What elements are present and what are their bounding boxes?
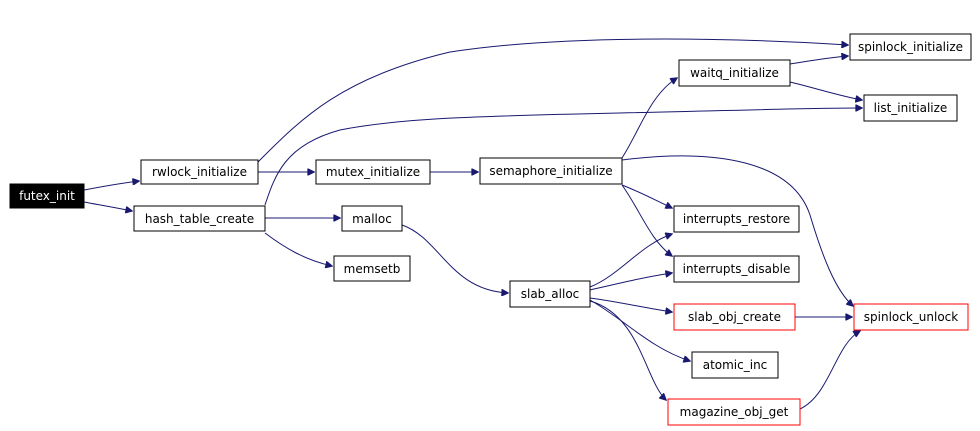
edge-slab-alloc-to-atomic-inc (589, 299, 690, 361)
edge-semaphore-initialize-to-interrupts-restore (621, 184, 672, 208)
node-slab-alloc[interactable]: slab_alloc (509, 280, 591, 308)
node-malloc-label: malloc (352, 212, 392, 226)
node-mutex-initialize[interactable]: mutex_initialize (315, 159, 431, 185)
node-rwlock-initialize-label: rwlock_initialize (152, 165, 247, 179)
node-spinlock-unlock-label: spinlock_unlock (864, 310, 959, 324)
node-slab-obj-create[interactable]: slab_obj_create (673, 303, 796, 331)
node-malloc[interactable]: malloc (341, 205, 403, 232)
edge-malloc-to-slab-alloc (401, 224, 508, 293)
edge-waitq-initialize-to-spinlock-initialize (789, 56, 848, 65)
node-list-initialize-label: list_initialize (874, 101, 948, 115)
node-spinlock-initialize[interactable]: spinlock_initialize (849, 33, 972, 61)
node-rwlock-initialize[interactable]: rwlock_initialize (140, 159, 259, 185)
node-waitq-initialize-label: waitq_initialize (690, 66, 779, 80)
edge-slab-alloc-to-interrupts-restore (589, 234, 672, 288)
edge-futex-init-to-rwlock-initialize (83, 181, 139, 191)
node-futex-init[interactable]: futex_init (9, 183, 85, 209)
node-spinlock-initialize-label: spinlock_initialize (858, 40, 963, 54)
node-memsetb-label: memsetb (344, 262, 401, 276)
node-interrupts-restore[interactable]: interrupts_restore (673, 205, 800, 233)
edge-futex-init-to-hash-table-create (83, 201, 132, 211)
node-interrupts-disable[interactable]: interrupts_disable (673, 255, 800, 283)
node-waitq-initialize[interactable]: waitq_initialize (678, 59, 791, 87)
node-interrupts-disable-label: interrupts_disable (683, 262, 791, 276)
edge-rwlock-initialize-to-spinlock-initialize (257, 38, 848, 163)
node-atomic-inc[interactable]: atomic_inc (691, 351, 779, 379)
edge-hash-table-create-to-list-initialize (264, 108, 862, 206)
node-magazine-obj-get[interactable]: magazine_obj_get (667, 398, 801, 426)
nodes: futex_init rwlock_initialize hash_table_… (9, 33, 972, 426)
edge-slab-alloc-to-interrupts-disable (589, 273, 672, 291)
edge-semaphore-initialize-to-spinlock-unlock (621, 155, 853, 306)
node-interrupts-restore-label: interrupts_restore (683, 212, 790, 226)
edge-semaphore-initialize-to-interrupts-disable (621, 184, 672, 256)
edges (83, 38, 862, 410)
edge-magazine-obj-get-to-spinlock-unlock (799, 331, 860, 410)
node-slab-obj-create-label: slab_obj_create (688, 310, 781, 324)
node-memsetb[interactable]: memsetb (333, 255, 411, 282)
node-hash-table-create[interactable]: hash_table_create (133, 205, 266, 232)
node-slab-alloc-label: slab_alloc (521, 287, 580, 301)
edge-slab-alloc-to-slab-obj-create (589, 297, 672, 312)
node-spinlock-unlock[interactable]: spinlock_unlock (853, 303, 969, 331)
node-semaphore-initialize-label: semaphore_initialize (489, 164, 612, 178)
edge-waitq-initialize-to-list-initialize (789, 81, 862, 100)
node-magazine-obj-get-label: magazine_obj_get (680, 405, 789, 419)
node-list-initialize[interactable]: list_initialize (863, 94, 958, 122)
edge-semaphore-initialize-to-waitq-initialize (621, 78, 677, 159)
node-semaphore-initialize[interactable]: semaphore_initialize (479, 157, 623, 185)
edge-hash-table-create-to-memsetb (264, 232, 332, 266)
node-atomic-inc-label: atomic_inc (703, 358, 768, 372)
node-hash-table-create-label: hash_table_create (145, 212, 254, 226)
node-futex-init-label: futex_init (19, 189, 75, 203)
edge-slab-alloc-to-magazine-obj-get (589, 300, 666, 400)
node-mutex-initialize-label: mutex_initialize (326, 165, 420, 179)
